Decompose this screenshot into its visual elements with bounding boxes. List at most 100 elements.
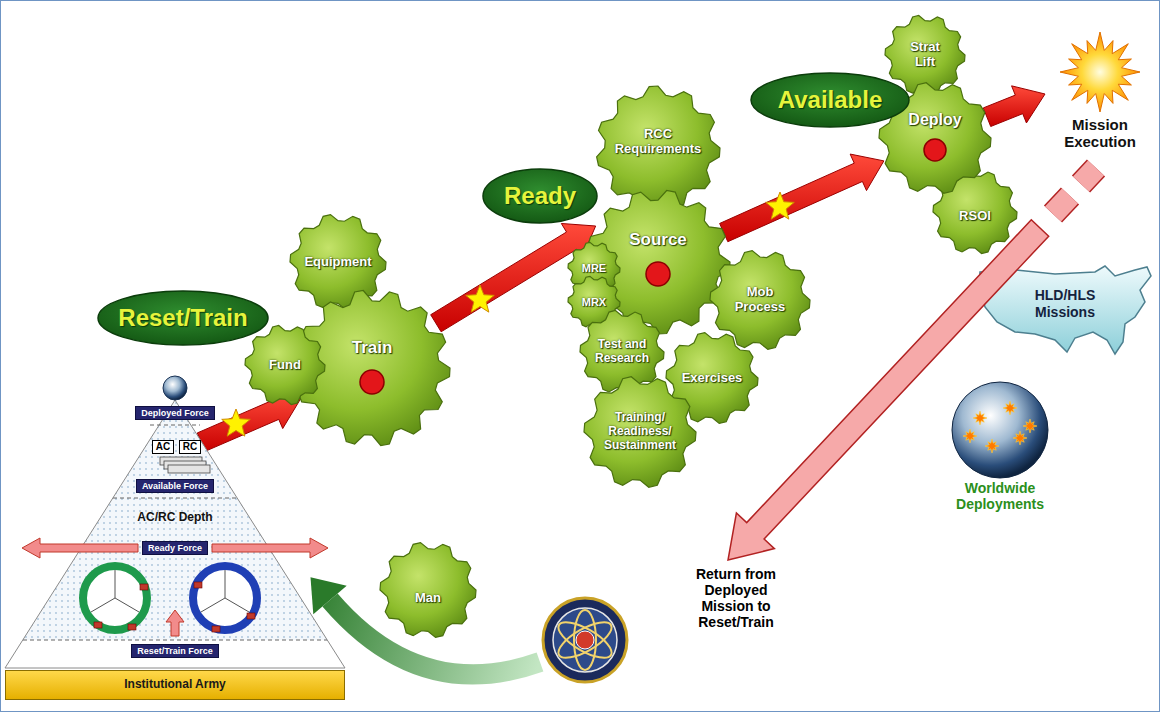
mission-burst: Mission Execution	[1045, 30, 1155, 155]
oval-body	[751, 73, 909, 127]
return-arrow-dash	[1081, 168, 1096, 184]
band-label: Institutional Army	[124, 678, 226, 692]
pyramid-shape	[5, 400, 345, 668]
oval-body	[98, 291, 268, 345]
gear-label: MRE	[582, 262, 606, 275]
return-arrow	[728, 220, 1049, 560]
emblem-orbit	[554, 615, 617, 664]
cycle-back-arrowhead	[311, 577, 347, 614]
deployment-burst	[973, 411, 987, 425]
cycle-marker	[194, 582, 202, 588]
pyramid-body	[5, 400, 345, 668]
return-arrow-dash	[1053, 196, 1070, 214]
force-box: Reset/Train Force	[131, 644, 219, 658]
apex-globe	[163, 376, 187, 400]
gear: Man	[380, 542, 476, 638]
gear-label: RCC Requirements	[610, 127, 706, 157]
gear: RCC Requirements	[596, 86, 720, 210]
gear-body	[597, 86, 720, 209]
force-label: Ready Force	[148, 543, 202, 553]
up-arrow	[166, 610, 184, 636]
gear: Equipment	[290, 214, 386, 310]
return-arrow-dash	[1053, 196, 1070, 214]
globe-label: Worldwide Deployments	[944, 480, 1056, 512]
force-box: Available Force	[136, 479, 214, 493]
gear-label: Mob Process	[731, 285, 789, 315]
cycle-spoke	[115, 598, 139, 612]
cycle-marker	[212, 626, 220, 632]
phase-oval: Reset/Train	[97, 290, 269, 346]
gear-label: Test and Research	[591, 338, 653, 366]
return-arrow-dash	[1081, 168, 1096, 184]
phase-oval: Available	[750, 72, 910, 128]
deployment-burst	[963, 429, 977, 443]
gear-label: MRX	[582, 296, 606, 309]
oval-body	[483, 169, 597, 223]
cycle-marker	[247, 613, 255, 619]
force-label: Available Force	[142, 481, 208, 491]
cycle-spoke	[115, 570, 116, 598]
guard-emblem	[543, 598, 627, 682]
emblem-orbit	[554, 615, 617, 664]
return-note: Return from Deployed Mission to Reset/Tr…	[687, 566, 785, 630]
milestone-star	[222, 409, 251, 436]
pyramid-label: AC/RC Depth	[137, 511, 212, 525]
unit-card	[168, 465, 210, 473]
gear-label: Fund	[269, 358, 301, 373]
dashed-divider	[23, 640, 327, 641]
deployment-burst	[1023, 419, 1037, 433]
gear-label: Source	[629, 230, 687, 250]
cycle-marker	[94, 622, 102, 628]
dashed-divider	[150, 425, 200, 426]
phase-label: Reset/Train	[118, 304, 247, 332]
force-box: RC	[179, 440, 201, 454]
flow-arrow	[720, 154, 884, 242]
gear-hub	[646, 262, 670, 286]
pyramid-base	[5, 640, 345, 668]
mission-label: Mission Execution	[1054, 116, 1146, 151]
explosion-burst	[1060, 32, 1140, 112]
gear-label: RSOI	[959, 209, 991, 224]
dashed-divider	[113, 498, 237, 499]
unit-card	[164, 461, 206, 469]
gear-hub	[360, 370, 384, 394]
deployment-burst	[985, 439, 999, 453]
globe: Worldwide Deployments	[935, 380, 1065, 515]
institution-band: Institutional Army	[5, 670, 345, 700]
gear-body	[380, 543, 476, 638]
force-pyramid: AC/RC DepthDeployed ForceACRCAvailable F…	[5, 400, 345, 668]
cycle-spoke	[201, 598, 225, 612]
emblem-disc	[553, 608, 617, 672]
gear-label: Train	[352, 338, 393, 358]
cycle-spoke	[225, 570, 226, 598]
gear-label: Exercises	[682, 371, 743, 386]
gear-label: Equipment	[304, 255, 371, 270]
us-outline	[979, 266, 1151, 354]
gear: Training/ Readiness/ Sustainment	[584, 376, 696, 488]
gear-body	[290, 215, 386, 310]
gear-label: Deploy	[908, 111, 961, 129]
pyramid-outline	[5, 400, 345, 668]
globe-body	[952, 382, 1048, 478]
ac-cycle	[193, 566, 257, 630]
milestone-star	[766, 192, 795, 219]
force-box: AC	[152, 440, 174, 454]
emblem-orbit	[574, 610, 596, 670]
force-label: Reset/Train Force	[137, 646, 213, 656]
emblem-center	[576, 631, 594, 649]
deployment-burst	[1013, 431, 1027, 445]
cycle-back-arrow	[330, 600, 540, 674]
phase-label: Available	[778, 86, 883, 114]
gear-label: Man	[415, 591, 441, 606]
milestone-star	[466, 285, 495, 312]
force-label: AC	[156, 441, 170, 453]
cycle-spoke	[91, 598, 115, 612]
cycle-marker	[128, 624, 136, 630]
emblem-ring	[543, 598, 627, 682]
gear: Fund	[245, 325, 325, 405]
flow-arrow	[197, 392, 300, 451]
